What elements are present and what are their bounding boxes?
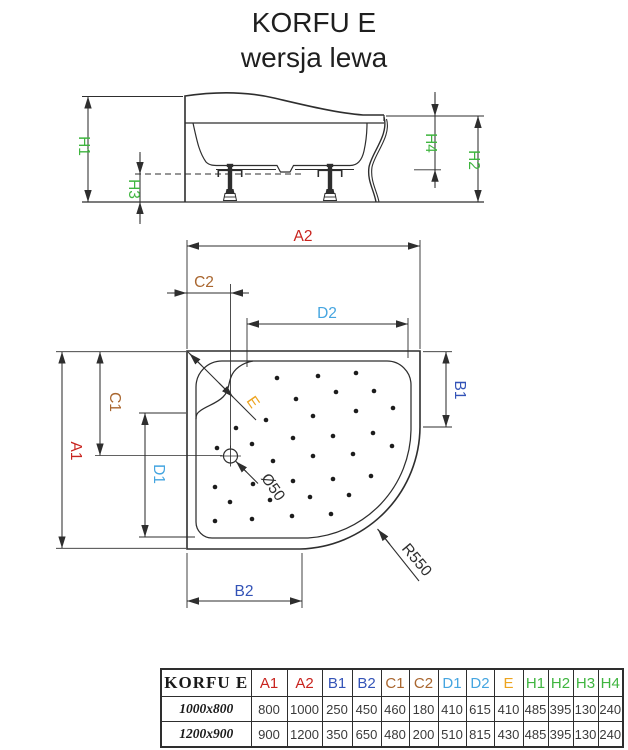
value-cell: 180: [408, 696, 439, 722]
top-view: A2 C2 D2 B1 A1 C1 D1 B2 E Ø50 R550: [56, 228, 468, 608]
table-header-d1: D1: [437, 668, 467, 697]
foot-right: [317, 163, 343, 201]
anti-slip-dots: [212, 370, 396, 524]
side-basin-wall-left: [192, 122, 222, 167]
b1-extensions: [423, 351, 452, 428]
radius-label: R550: [398, 540, 435, 580]
value-cell: 615: [465, 696, 495, 722]
value-cell: 410: [493, 696, 524, 722]
value-cell: 250: [321, 696, 353, 722]
value-cell: 480: [380, 721, 410, 748]
a2-extensions: [186, 240, 421, 349]
table-header-c1: C1: [380, 668, 410, 697]
value-cell: 350: [321, 721, 353, 748]
version-subtitle: wersja lewa: [240, 42, 388, 73]
value-cell: 130: [572, 721, 599, 748]
side-view: H1 H3 H4 H2: [75, 92, 484, 224]
top-view-dimensions: [56, 240, 452, 608]
value-cell: 395: [547, 721, 574, 748]
value-cell: 800: [250, 696, 288, 722]
page-title: KORFU E wersja lewa: [0, 6, 628, 76]
table-header-b1: B1: [321, 668, 353, 697]
side-outer-outline: [184, 92, 384, 202]
value-cell: 485: [522, 696, 549, 722]
value-cell: 410: [437, 696, 467, 722]
dim-label-a2: A2: [294, 228, 313, 245]
table-header-h3: H3: [572, 668, 599, 697]
product-name: KORFU E: [251, 7, 377, 38]
table-header-h4: H4: [597, 668, 624, 697]
side-skirt-outer: [367, 116, 386, 203]
value-cell: 130: [572, 696, 599, 722]
table-header-h2: H2: [547, 668, 574, 697]
value-cell: 510: [437, 721, 467, 748]
dim-label-d1: D1: [150, 464, 167, 484]
value-cell: 395: [547, 696, 574, 722]
dim-label-e: E: [243, 393, 263, 411]
table-header-row: KORFU E A1 A2 B1 B2 C1 C2 D1 D2 E H1 H2 …: [160, 668, 624, 697]
corner-seat-wave: [195, 360, 254, 420]
table-header-model: KORFU E: [160, 668, 252, 697]
table-header-a2: A2: [286, 668, 323, 697]
dim-label-d2: D2: [317, 305, 337, 322]
dim-label-b1: B1: [451, 381, 468, 400]
dimension-table: KORFU E A1 A2 B1 B2 C1 C2 D1 D2 E H1 H2 …: [160, 668, 624, 748]
value-cell: 240: [597, 721, 624, 748]
dim-label-a1: A1: [67, 442, 84, 461]
foot-left: [217, 163, 243, 201]
table-header-h1: H1: [522, 668, 549, 697]
d2-extensions: [246, 318, 409, 367]
value-cell: 450: [351, 696, 382, 722]
drain-diameter-label: Ø50: [257, 471, 288, 505]
dim-label-h1: H1: [75, 136, 92, 156]
a1-extensions: [56, 351, 186, 549]
tray-inner-rim: [195, 360, 412, 539]
dim-label-h3: H3: [125, 179, 142, 199]
dim-label-h4: H4: [422, 133, 439, 153]
table-header-c2: C2: [408, 668, 439, 697]
table-row-1000x800: 1000x800 800 1000 250 450 460 180 410 61…: [160, 696, 624, 722]
value-cell: 430: [493, 721, 524, 748]
table-row-1200x900: 1200x900 900 1200 350 650 480 200 510 81…: [160, 721, 624, 748]
drain-crosshair: [220, 445, 241, 467]
table-header-b2: B2: [351, 668, 382, 697]
value-cell: 1200: [286, 721, 323, 748]
value-cell: 200: [408, 721, 439, 748]
value-cell: 240: [597, 696, 624, 722]
value-cell: 815: [465, 721, 495, 748]
dim-label-b2: B2: [235, 583, 254, 600]
value-cell: 1000: [286, 696, 323, 722]
model-label: 1000x800: [160, 696, 252, 722]
tray-outer-outline: [186, 350, 421, 550]
value-cell: 485: [522, 721, 549, 748]
dim-label-c1: C1: [106, 392, 123, 412]
table-header-d2: D2: [465, 668, 495, 697]
value-cell: 650: [351, 721, 382, 748]
side-basin-floor: [221, 122, 368, 173]
shower-tray-drawing: H1 H3 H4 H2: [56, 92, 484, 608]
model-label: 1200x900: [160, 721, 252, 748]
table-header-a1: A1: [250, 668, 288, 697]
value-cell: 460: [380, 696, 410, 722]
side-dimensions: [82, 92, 484, 224]
table-header-e: E: [493, 668, 524, 697]
side-skirt-inner: [371, 118, 388, 203]
dim-label-h2: H2: [465, 150, 482, 170]
value-cell: 900: [250, 721, 288, 748]
dim-label-c2: C2: [194, 274, 214, 291]
